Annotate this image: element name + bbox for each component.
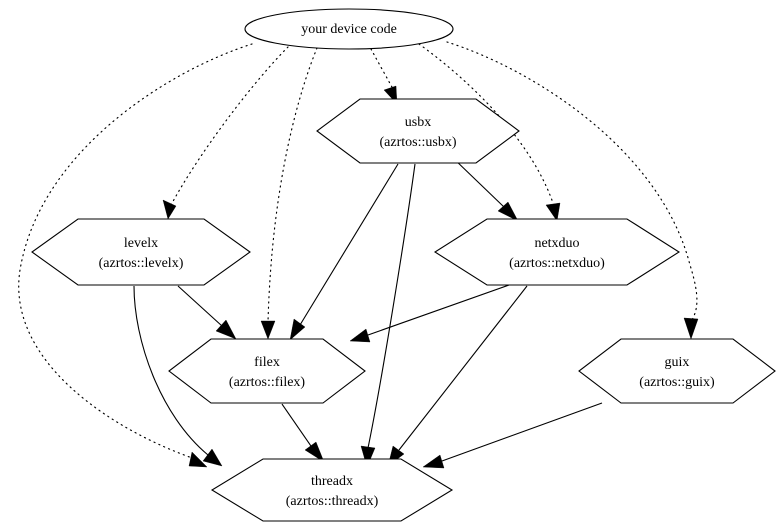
node-guix[interactable]: guix (azrtos::guix) xyxy=(578,338,776,404)
edge-netxduo-to-threadx xyxy=(387,285,528,467)
edge-usbx-to-netxduo xyxy=(451,156,519,222)
node-threadx[interactable]: threadx (azrtos::threadx) xyxy=(210,458,454,522)
edge-device-to-netxduo xyxy=(418,43,561,222)
node-filex-shape xyxy=(168,338,366,404)
edge-device-to-usbx xyxy=(370,48,398,105)
node-filex[interactable]: filex (azrtos::filex) xyxy=(168,338,366,404)
node-netxduo-label-line1: netxduo xyxy=(534,236,579,251)
node-usbx-shape xyxy=(316,98,520,164)
edge-device-to-levelx xyxy=(162,46,289,220)
node-threadx-label-line2: (azrtos::threadx) xyxy=(286,494,379,509)
edge-layer xyxy=(18,41,699,469)
node-guix-label-line1: guix xyxy=(665,355,690,370)
edge-netxduo-to-filex xyxy=(349,284,510,343)
edge-filex-to-threadx xyxy=(281,403,325,463)
node-device-code-shape xyxy=(244,8,454,50)
node-netxduo[interactable]: netxduo (azrtos::netxduo) xyxy=(433,218,681,286)
edge-device-to-filex xyxy=(260,47,318,340)
node-filex-label-line2: (azrtos::filex) xyxy=(229,375,306,390)
edge-usbx-to-filex xyxy=(289,163,399,341)
node-netxduo-label-line2: (azrtos::netxduo) xyxy=(509,256,605,271)
edge-levelx-to-threadx xyxy=(133,285,223,467)
node-device-code[interactable]: your device code xyxy=(244,8,454,50)
edge-levelx-to-filex xyxy=(177,285,237,340)
node-levelx[interactable]: levelx (azrtos::levelx) xyxy=(31,218,251,286)
node-threadx-label-line1: threadx xyxy=(311,474,353,489)
node-guix-label-line2: (azrtos::guix) xyxy=(639,375,715,390)
node-threadx-shape xyxy=(210,458,454,522)
edge-guix-to-threadx xyxy=(422,402,603,469)
node-layer: your device code usbx (azrtos::usbx) lev… xyxy=(31,8,776,522)
node-netxduo-shape xyxy=(433,218,681,286)
node-usbx-label-line2: (azrtos::usbx) xyxy=(380,135,457,150)
node-levelx-label-line1: levelx xyxy=(124,236,158,251)
node-levelx-label-line2: (azrtos::levelx) xyxy=(99,256,184,271)
node-usbx-label-line1: usbx xyxy=(405,115,431,130)
edge-usbx-to-threadx xyxy=(360,163,416,468)
edge-device-to-guix xyxy=(446,41,699,340)
node-filex-label-line1: filex xyxy=(254,355,280,370)
node-usbx[interactable]: usbx (azrtos::usbx) xyxy=(316,98,520,164)
edge-device-to-threadx xyxy=(18,43,253,468)
node-device-code-label: your device code xyxy=(301,22,397,37)
node-levelx-shape xyxy=(31,218,251,286)
node-guix-shape xyxy=(578,338,776,404)
